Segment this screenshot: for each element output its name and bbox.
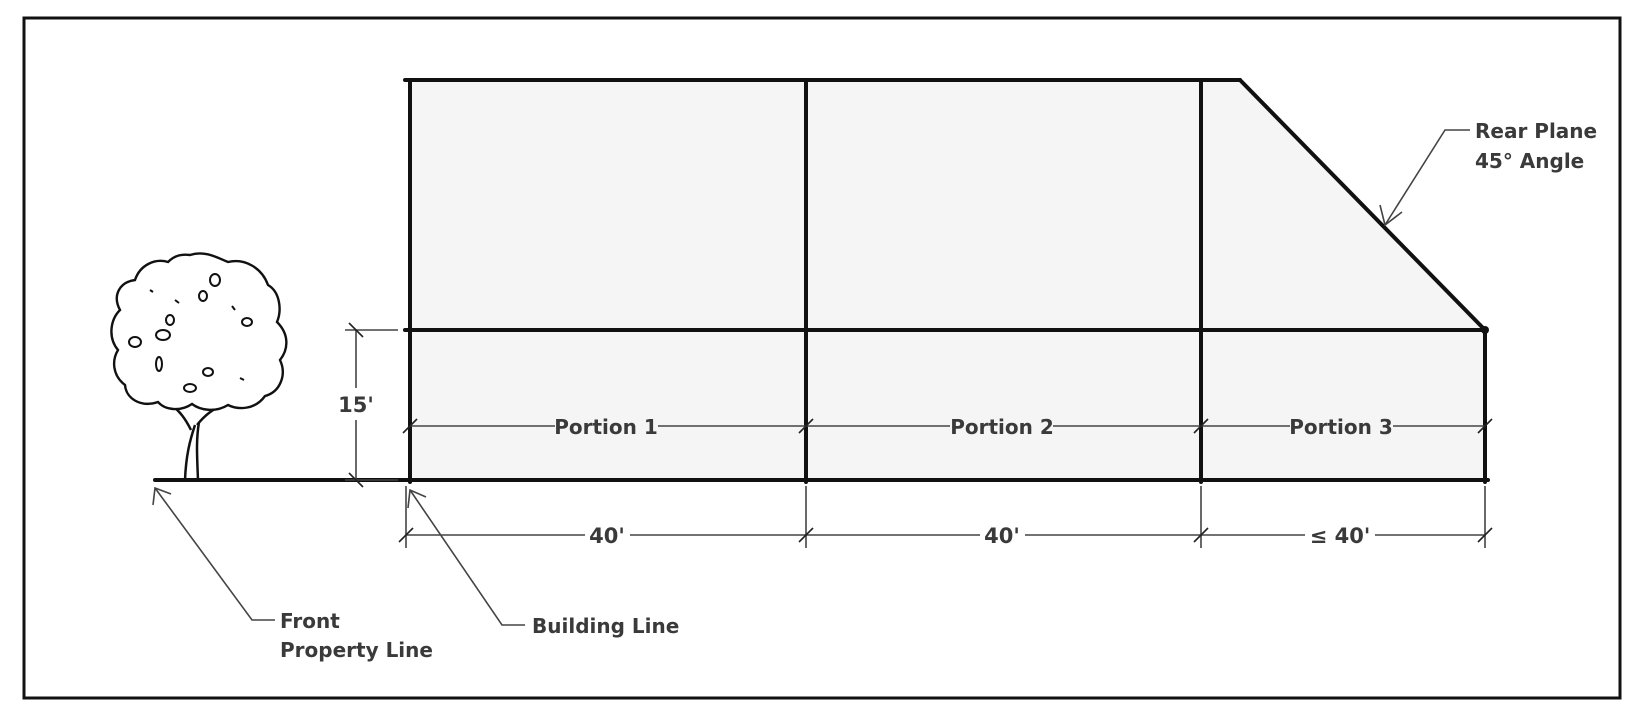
rear-plane-line — [1238, 78, 1487, 332]
rear-plane-label-line2: 45° Angle — [1475, 149, 1584, 173]
rear-plane-label-line1: Rear Plane — [1475, 119, 1597, 143]
front-property-line-callout: Front Property Line — [152, 486, 433, 662]
portion-2-width: 40' — [984, 524, 1020, 548]
portion-dimensions: Portion 1 Portion 2 Portion 3 — [402, 415, 1493, 439]
rear-plane-callout: Rear Plane 45° Angle — [1379, 119, 1597, 227]
building-line-callout: Building Line — [407, 488, 679, 638]
height-dimension: 15' — [338, 322, 398, 488]
building-envelope — [410, 80, 1485, 480]
tree-icon — [110, 252, 288, 481]
front-property-label-line2: Property Line — [280, 638, 433, 662]
width-dimensions: 40' 40' ≤ 40' — [398, 486, 1493, 548]
portion-1-width: 40' — [589, 524, 625, 548]
portion-1-label: Portion 1 — [554, 415, 658, 439]
portion-3-width: ≤ 40' — [1310, 524, 1371, 548]
front-property-label-line1: Front — [280, 609, 340, 633]
building-line-label: Building Line — [532, 614, 679, 638]
portion-2-label: Portion 2 — [950, 415, 1054, 439]
height-dimension-label: 15' — [338, 393, 374, 417]
rear-corner-point — [1481, 326, 1489, 334]
portion-3-label: Portion 3 — [1289, 415, 1393, 439]
